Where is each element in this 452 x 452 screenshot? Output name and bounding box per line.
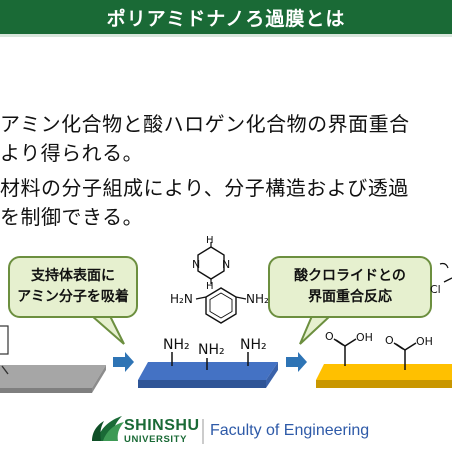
nh2-label-3: NH₂ <box>240 337 267 353</box>
piperazine-h-top: H <box>206 235 214 246</box>
cl-label: Cl <box>430 283 441 296</box>
oh-label-2: OH <box>416 335 433 348</box>
faculty-name: Faculty of Engineering <box>210 422 370 439</box>
mpd-nh2-right: NH₂ <box>246 292 269 306</box>
nh2-label-1: NH₂ <box>163 337 190 353</box>
left-edge-box <box>0 325 9 355</box>
oh-label-1: OH <box>356 331 373 344</box>
piperazine-n-right: N <box>222 258 231 271</box>
support-layer-side <box>92 365 106 393</box>
page-title: ポリアミドナノろ過膜とは <box>106 7 346 30</box>
bubble-interfacial-reaction: 酸クロライドとの 界面重合反応 <box>268 256 432 318</box>
body-line-1: アミン化合物と酸ハロゲン化合物の界面重合 <box>0 112 410 136</box>
support-layer-front <box>0 388 92 393</box>
brand-university: UNIVERSITY <box>124 434 188 445</box>
brand-shinshu: SHINSHU <box>124 417 200 434</box>
o-label-1: O <box>325 330 334 343</box>
mpd-nh2-left: H₂N <box>170 292 193 306</box>
bubble-left-tail <box>89 315 125 345</box>
amine-layer-top <box>138 362 278 380</box>
arrow-1 <box>113 352 134 372</box>
piperazine-ring <box>197 246 225 280</box>
piperazine-n-left: N <box>192 258 201 271</box>
title-bar: ポリアミドナノろ過膜とは <box>0 0 452 34</box>
body-line-2: より得られる。 <box>0 141 144 165</box>
title-underline <box>0 34 452 37</box>
polyamide-layer-front <box>316 380 452 388</box>
university-emblem-icon <box>92 416 124 441</box>
body-line-3: 材料の分子組成により、分子構造および透過 <box>0 176 409 200</box>
o-label-2: O <box>385 334 394 347</box>
body-line-4: を制御できる。 <box>0 205 144 229</box>
support-layer-top <box>0 365 106 388</box>
nh2-label-2: NH₂ <box>198 342 225 358</box>
polyamide-layer-top <box>316 364 452 380</box>
arrow-2 <box>286 352 307 372</box>
piperazine-h-bottom: H <box>206 281 214 292</box>
bubble-adsorb-amine: 支持体表面に アミン分子を吸着 <box>8 256 138 318</box>
left-edge-mark <box>1 365 9 375</box>
amine-layer-front <box>138 380 266 388</box>
amine-layer-side <box>266 362 278 388</box>
